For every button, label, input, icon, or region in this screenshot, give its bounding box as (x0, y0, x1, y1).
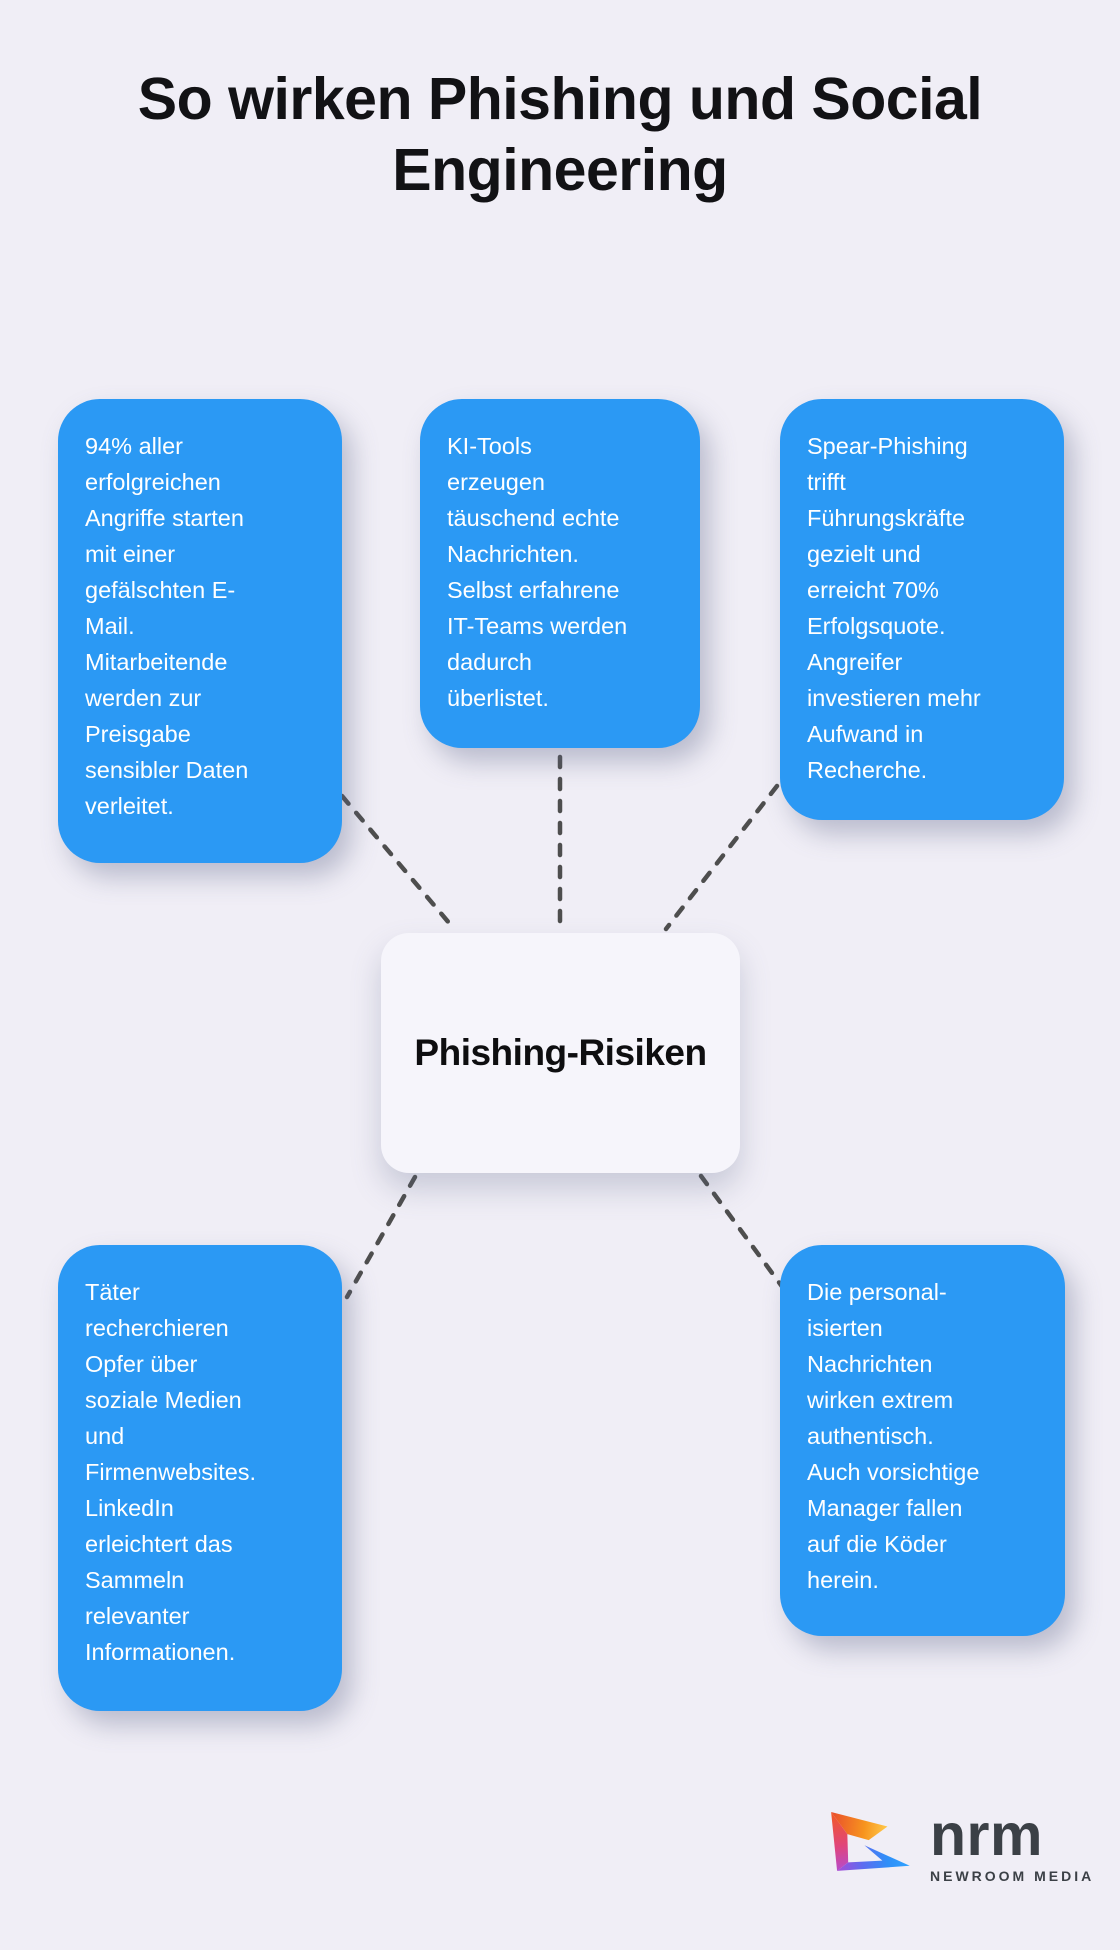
central-node-label: Phishing-Risiken (414, 1032, 707, 1073)
logo-subtitle: NEWROOM MEDIA (930, 1867, 1095, 1884)
logo-wordmark: nrm (930, 1801, 1043, 1868)
logo-text: nrm NEWROOM MEDIA (930, 1801, 1095, 1884)
central-node: Phishing-Risiken (381, 933, 740, 1173)
connector-line-bottom-left (344, 1174, 418, 1300)
info-card-text: 94% aller erfolgreichen Angriffe starten… (85, 433, 249, 819)
info-card-top-right: Spear-Phishing trifft Führungskräfte gez… (780, 399, 1064, 820)
connector-line-bottom-right (698, 1173, 789, 1295)
info-card-text: KI-Tools erzeugen täuschend echte Nachri… (447, 433, 628, 711)
info-card-bottom-right: Die personal- isierten Nachrichten wirke… (780, 1245, 1065, 1636)
connector-line-top-right (663, 783, 780, 932)
page-title: So wirken Phishing und Social Engineerin… (137, 66, 983, 203)
connector-line-top-left (339, 793, 458, 933)
info-card-text: Täter recherchieren Opfer über soziale M… (85, 1279, 257, 1665)
info-card-text: Spear-Phishing trifft Führungskräfte gez… (807, 433, 981, 783)
info-card-top-left: 94% aller erfolgreichen Angriffe starten… (58, 399, 342, 863)
nrm-logo-icon (831, 1811, 910, 1871)
info-card-top-center: KI-Tools erzeugen täuschend echte Nachri… (420, 399, 700, 748)
info-card-text: Die personal- isierten Nachrichten wirke… (807, 1279, 980, 1593)
logo: nrm NEWROOM MEDIA (815, 1800, 1094, 1894)
info-card-bottom-left: Täter recherchieren Opfer über soziale M… (58, 1245, 342, 1711)
